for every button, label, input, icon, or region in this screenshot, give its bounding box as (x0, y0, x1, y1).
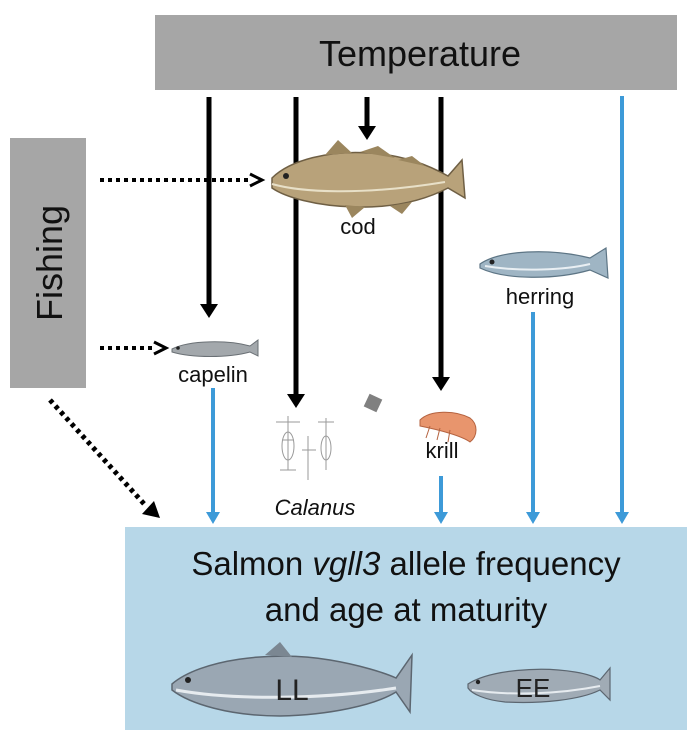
outcome-line-2: and age at maturity (265, 591, 548, 628)
fishing-box: Fishing (10, 138, 86, 388)
capelin-illustration: capelin (171, 339, 259, 387)
genotype-ee-label: EE (516, 673, 551, 703)
fishing-arrows (48, 172, 266, 518)
salmon-ll-illustration: LL (171, 642, 413, 717)
temperature-arrows (200, 97, 450, 408)
krill-illustration: krill (419, 411, 477, 463)
calanus-illustration: Calanus (275, 416, 356, 520)
capelin-label: capelin (178, 362, 248, 387)
salmon-arrows (206, 96, 629, 524)
plankton-icon (363, 393, 383, 413)
temperature-box: Temperature (155, 15, 677, 90)
salmon-ee-illustration: EE (467, 666, 611, 704)
krill-label: krill (426, 438, 459, 463)
temperature-label: Temperature (319, 33, 521, 74)
fishing-label: Fishing (29, 205, 70, 321)
arrow-fishing-to-salmon (48, 398, 148, 508)
outcome-line-1: Salmon vgll3 allele frequency (191, 545, 621, 582)
herring-label: herring (506, 284, 574, 309)
calanus-label: Calanus (275, 495, 356, 520)
cod-illustration: cod (271, 140, 466, 239)
cod-label: cod (340, 214, 375, 239)
genotype-ll-label: LL (275, 674, 308, 707)
herring-illustration: herring (479, 246, 609, 309)
